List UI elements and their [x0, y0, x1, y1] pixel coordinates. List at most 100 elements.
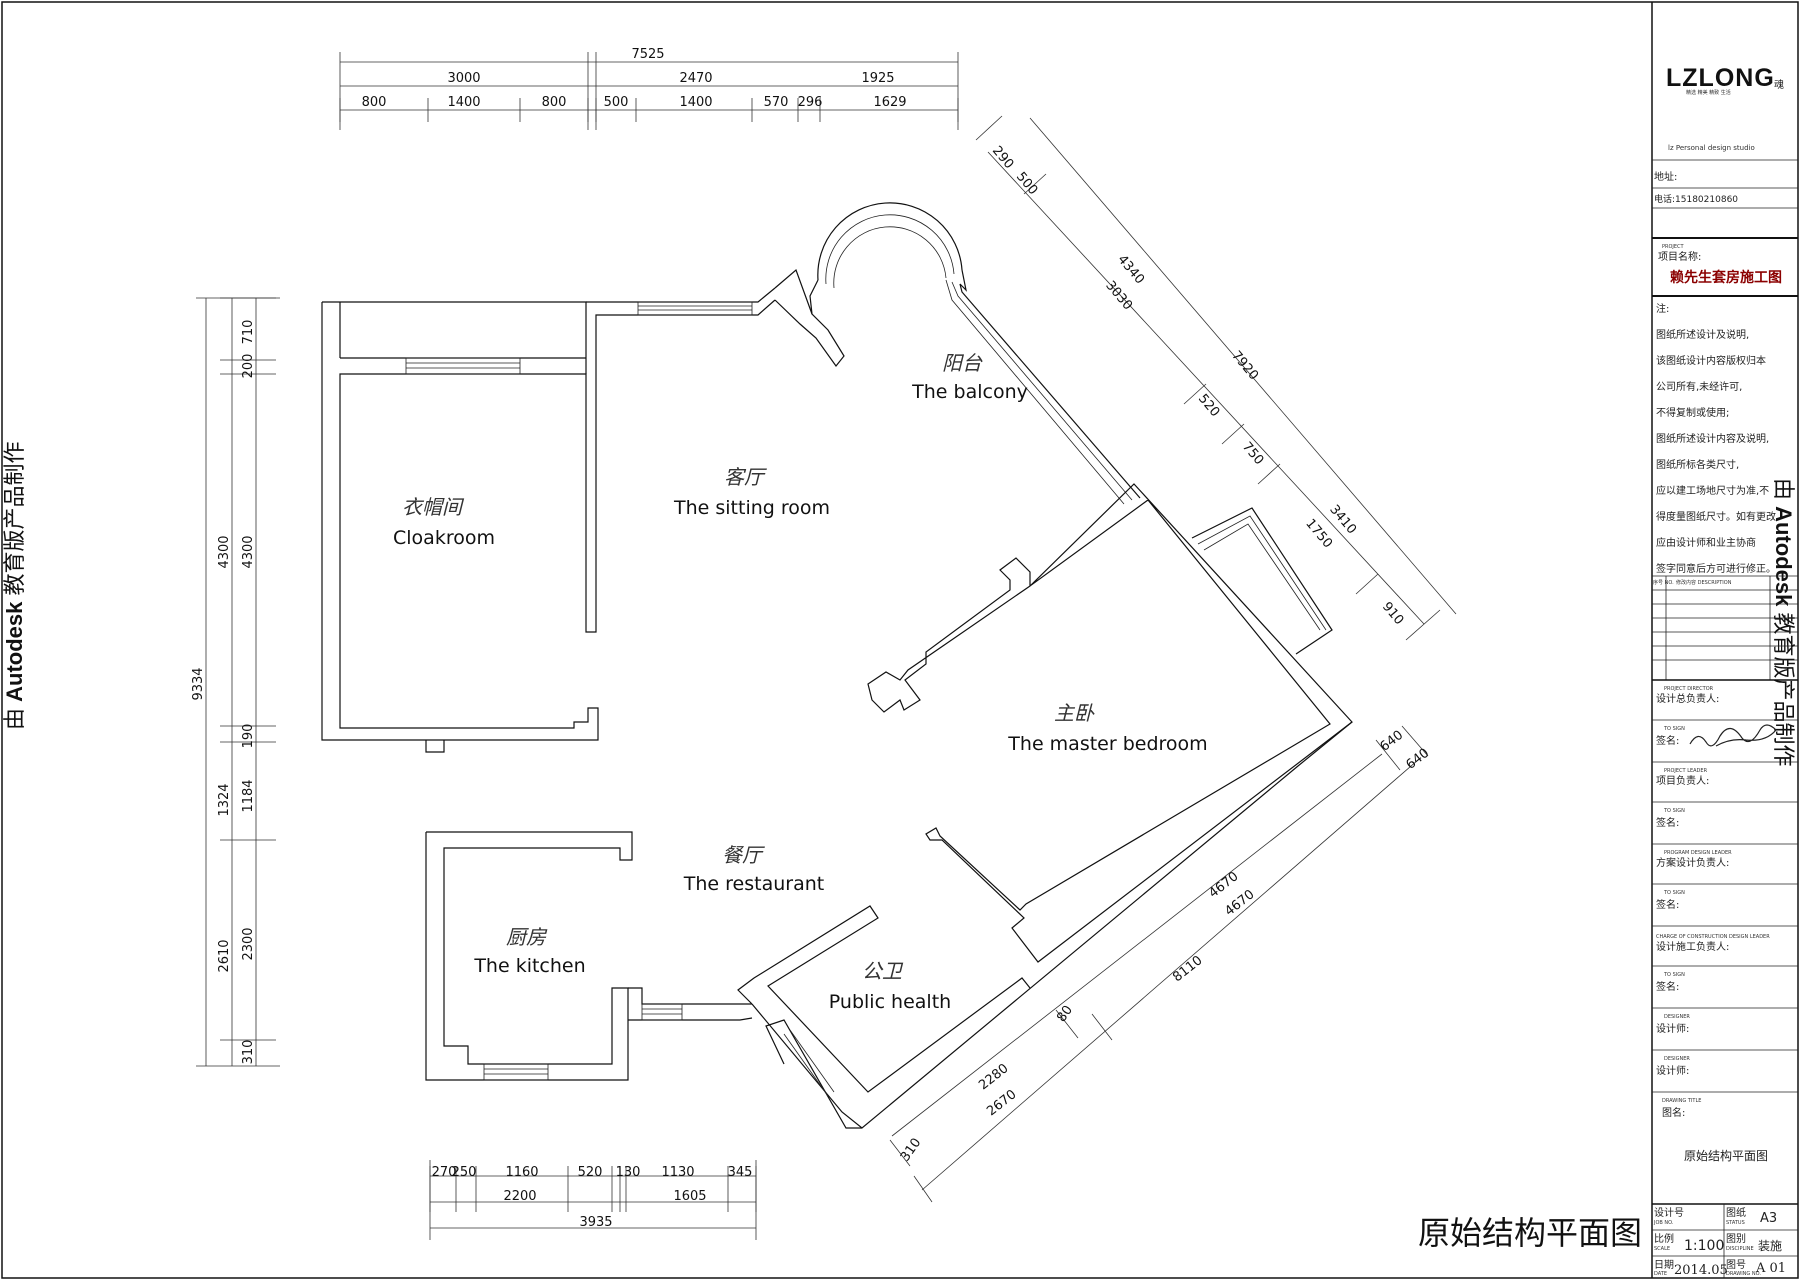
drawing-no-label: 图号	[1726, 1259, 1746, 1271]
svg-text:1400: 1400	[447, 95, 480, 110]
svg-text:2610: 2610	[217, 939, 232, 972]
date-small: DATE	[1654, 1271, 1667, 1277]
phone-label: 电话:15180210860	[1654, 193, 1738, 205]
room-label-master-bedroom: 主卧 The master bedroom	[1007, 701, 1207, 755]
dim-top-labels: 7525 3000 2470 1925 800 1400 800 500 140…	[362, 47, 907, 110]
svg-text:345: 345	[728, 1165, 753, 1180]
svg-text:4300: 4300	[241, 535, 256, 568]
date-value: 2014.05	[1674, 1263, 1728, 1278]
drawing-title: 原始结构平面图	[1418, 1214, 1642, 1252]
discipline-value: 装施	[1758, 1239, 1782, 1253]
svg-text:The sitting room: The sitting room	[673, 497, 830, 519]
wall-balcony-bay	[775, 270, 844, 366]
studio-name: lz Personal design studio	[1668, 144, 1755, 152]
room-label-sitting-room: 客厅 The sitting room	[673, 465, 830, 519]
svg-text:3000: 3000	[447, 71, 480, 86]
sign-small-4: TO SIGN	[1663, 972, 1685, 978]
room-label-public-health: 公卫 Public health	[829, 959, 951, 1013]
svg-text:阳台: 阳台	[942, 351, 983, 375]
svg-text:570: 570	[764, 95, 789, 110]
designer-small-1: DESIGNER	[1664, 1014, 1690, 1020]
rev-no-header: 序号 NO.	[1653, 579, 1674, 586]
note-line: 图纸所标各类尺寸,	[1656, 458, 1739, 471]
svg-text:4300: 4300	[217, 535, 232, 568]
wall-public-health	[738, 906, 1030, 1092]
svg-text:2470: 2470	[679, 71, 712, 86]
svg-text:主卧: 主卧	[1054, 701, 1095, 725]
svg-text:710: 710	[241, 320, 256, 345]
svg-text:由 Autodesk 教育版产品制作: 由 Autodesk 教育版产品制作	[1771, 478, 1796, 767]
wall-master-window	[1192, 508, 1332, 654]
room-label-restaurant: 餐厅 The restaurant	[683, 843, 824, 895]
dim-left	[196, 298, 280, 1066]
note-line: 得度量图纸尺寸。如有更改	[1656, 510, 1776, 523]
drawing-no-small: DRAWING NO.	[1726, 1271, 1761, 1277]
svg-text:由 Autodesk 教育版产品制作: 由 Autodesk 教育版产品制作	[2, 441, 27, 730]
sign-small-1: TO SIGN	[1663, 726, 1685, 732]
signature	[1689, 724, 1777, 747]
dim-bottom-labels: 270 250 1160 520 130 1130 345 2200 1605 …	[432, 1165, 753, 1230]
svg-text:公卫: 公卫	[862, 959, 904, 983]
drawing-title-label: 图名:	[1662, 1106, 1685, 1119]
job-label: 设计号	[1654, 1206, 1684, 1219]
svg-text:7525: 7525	[631, 47, 664, 62]
window-cloakroom	[406, 358, 520, 374]
svg-text:800: 800	[542, 95, 567, 110]
note-line: 公司所有,未经许可,	[1656, 380, 1742, 393]
designer-small-2: DESIGNER	[1664, 1056, 1690, 1062]
svg-text:800: 800	[362, 95, 387, 110]
project-small: PROJECT	[1662, 244, 1685, 250]
logo-mark: 魂	[1774, 78, 1784, 91]
sign-small-3: TO SIGN	[1663, 890, 1685, 896]
discipline-label: 图别	[1726, 1233, 1746, 1245]
status-value: A3	[1760, 1211, 1777, 1226]
svg-text:500: 500	[604, 95, 629, 110]
room-label-cloakroom: 衣帽间 Cloakroom	[393, 495, 495, 549]
svg-text:190: 190	[241, 724, 256, 749]
dim-left-labels: 9334 4300 1324 2610 710 200 4300 190 118…	[191, 320, 256, 1065]
svg-text:2200: 2200	[503, 1189, 536, 1204]
note-line: 图纸所述设计及说明,	[1656, 328, 1749, 341]
note-line: 应以建工场地尺寸为准,不	[1656, 484, 1769, 497]
svg-text:1184: 1184	[241, 779, 256, 812]
svg-text:1400: 1400	[679, 95, 712, 110]
dim-top	[340, 52, 958, 130]
room-label-kitchen: 厨房 The kitchen	[473, 925, 585, 977]
svg-text:200: 200	[241, 354, 256, 379]
wall-master-bedroom	[868, 484, 1352, 962]
title-block: LZLONG 魂 精选 精美 精致 生活 lz Personal design …	[1652, 64, 1798, 1278]
date-label: 日期	[1654, 1259, 1674, 1271]
svg-text:衣帽间: 衣帽间	[402, 495, 465, 519]
drawing-no-value: A 01	[1755, 1261, 1786, 1276]
project-label: 项目名称:	[1658, 250, 1701, 263]
sign-small-2: TO SIGN	[1663, 808, 1685, 814]
svg-text:520: 520	[578, 1165, 603, 1180]
director-label: 设计总负责人:	[1656, 692, 1719, 705]
svg-text:1629: 1629	[873, 95, 906, 110]
scale-small: SCALE	[1654, 1246, 1670, 1252]
wall-notch	[426, 740, 444, 752]
wall-cloakroom-outer	[322, 300, 775, 740]
note-line: 注:	[1656, 302, 1669, 315]
svg-text:250: 250	[452, 1165, 477, 1180]
window-kitchen-bottom	[484, 1064, 548, 1080]
dim-bottom	[430, 1160, 756, 1240]
dim-upper-diagonal	[976, 116, 1456, 640]
svg-text:厨房: 厨房	[506, 925, 548, 949]
watermark-left: 由 Autodesk 教育版产品制作	[2, 441, 27, 730]
sign-label-3: 签名:	[1656, 898, 1679, 911]
svg-text:1130: 1130	[661, 1165, 694, 1180]
svg-text:1160: 1160	[505, 1165, 538, 1180]
note-line: 应由设计师和业主协商	[1656, 536, 1756, 549]
wall-balcony-rail	[960, 284, 1140, 498]
director-small: PROJECT DIRECTOR	[1664, 686, 1714, 692]
project-name: 赖先生套房施工图	[1670, 269, 1782, 286]
status-label: 图纸	[1726, 1206, 1746, 1219]
construct-label: 设计施工负责人:	[1656, 940, 1729, 953]
note-line: 该图纸设计内容版权归本	[1656, 354, 1766, 367]
svg-text:130: 130	[616, 1165, 641, 1180]
designer-label-2: 设计师:	[1656, 1064, 1689, 1077]
status-small: STATUS	[1726, 1220, 1745, 1226]
